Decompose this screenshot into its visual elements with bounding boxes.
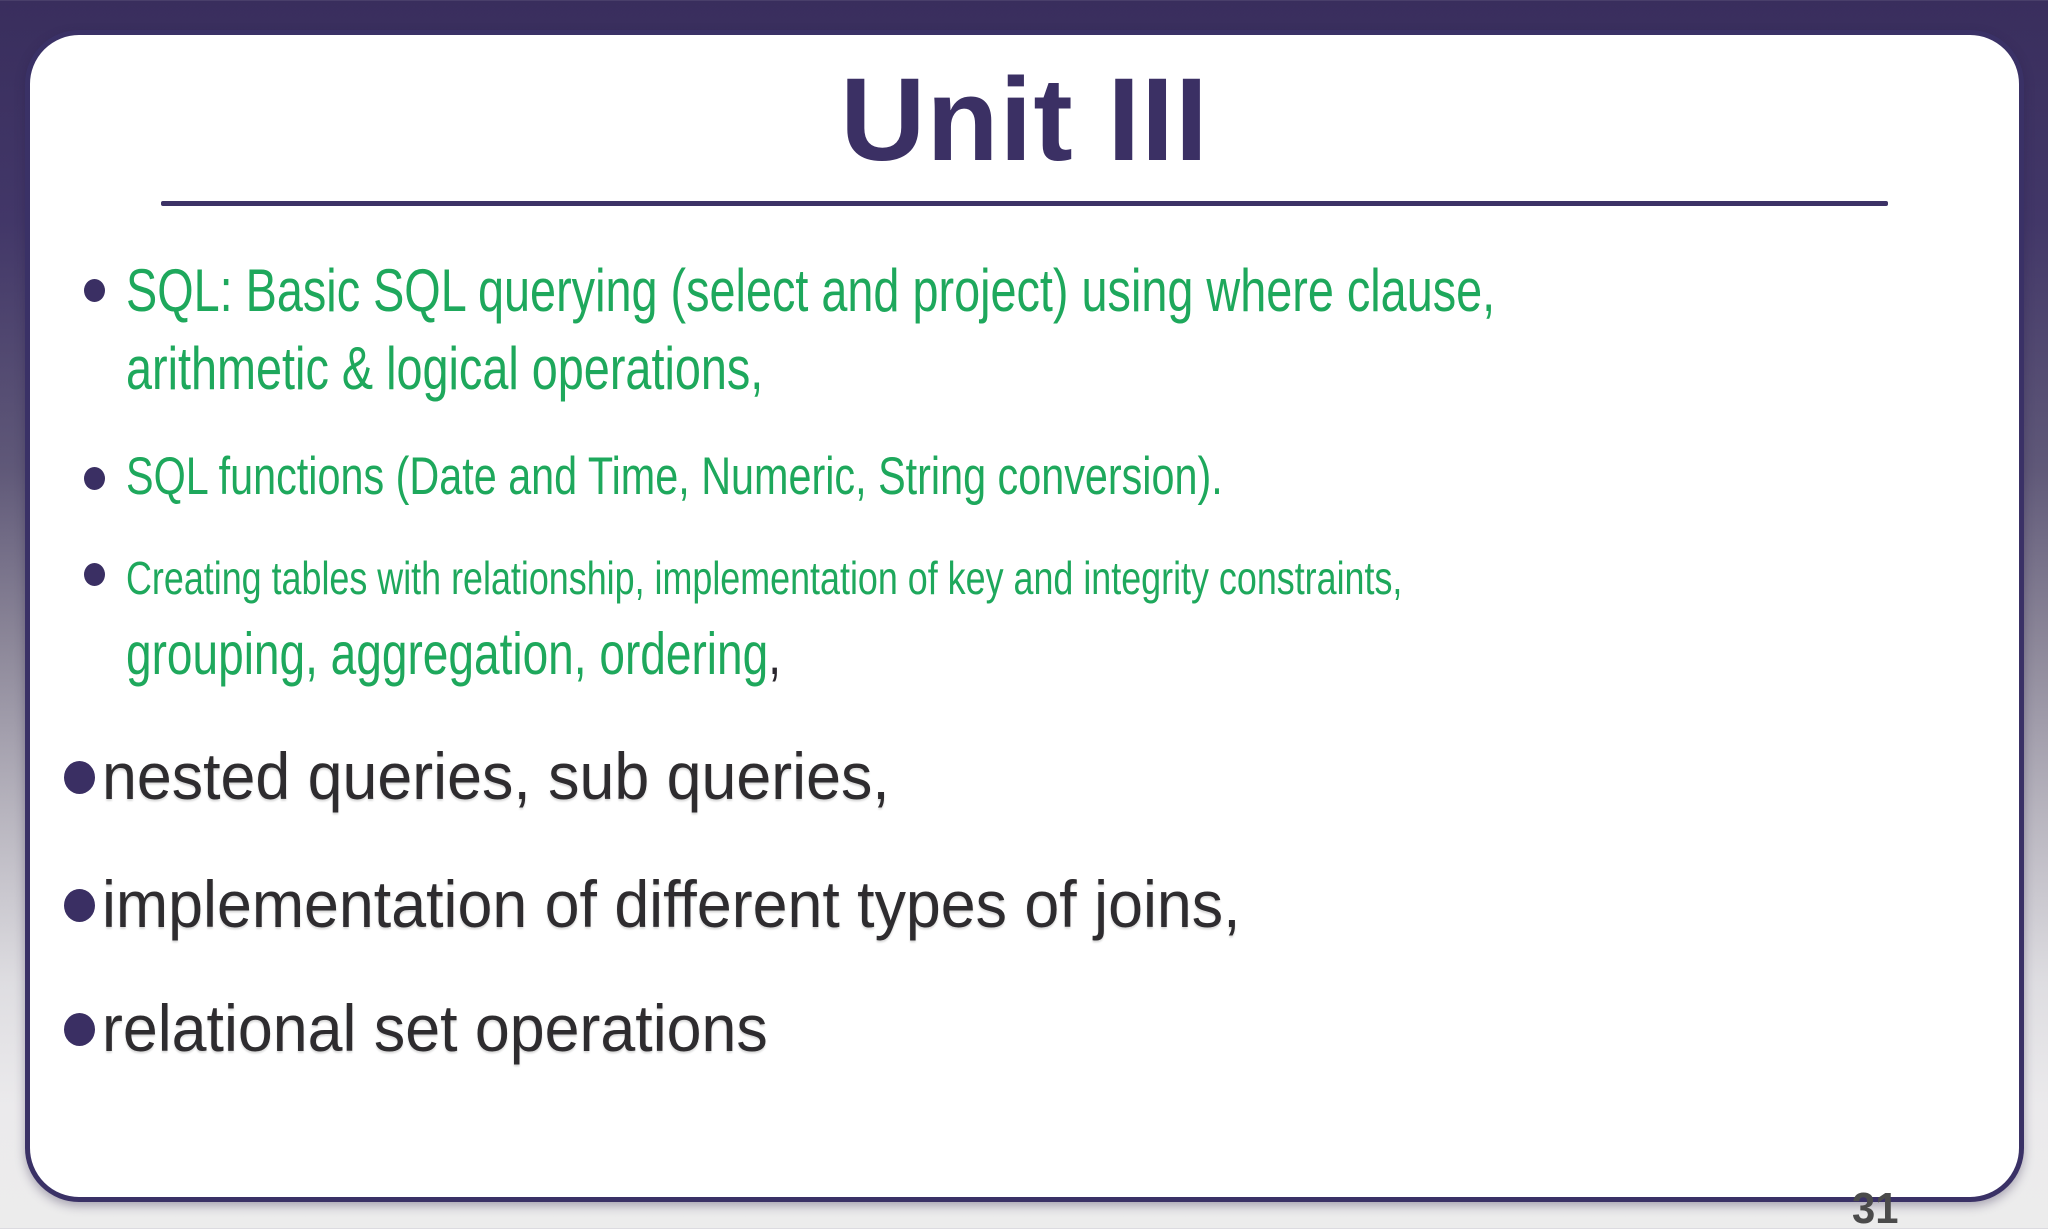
bullet-item-nested-queries: nested queries, sub queries, [64,732,1971,820]
bullet-text: Creating tables with relationship, imple… [126,536,1530,696]
bullet-item-relational-set-operations: relational set operations [64,984,1971,1072]
bullet-dot-icon [84,562,105,586]
bullet-text: relational set operations [102,990,768,1065]
title-underline [161,200,1888,206]
bullet-dot-icon [84,278,105,302]
bullet-item-types-of-joins: implementation of different types of joi… [64,860,1971,948]
bullet-dot-icon [84,466,105,490]
bullet-text: implementation of different types of joi… [102,866,1241,941]
bullet-text-lead: Creating tables with relationship, imple… [126,551,1403,604]
page-number: 31 [1852,1184,1899,1229]
bullet-text: SQL: Basic SQL querying (select and proj… [126,256,1496,402]
bullet-text-trailing-comma: , [768,620,781,687]
bullet-item-creating-tables: Creating tables with relationship, imple… [78,536,1971,696]
bullet-dot-icon [64,888,95,922]
bullet-list: SQL: Basic SQL querying (select and proj… [64,252,1971,1072]
bullet-text-emphasis: grouping, aggregation, ordering [126,620,769,687]
slide-panel: Unit III SQL: Basic SQL querying (select… [25,30,2024,1202]
bullet-text: SQL functions (Date and Time, Numeric, S… [126,446,1223,506]
bullet-text: nested queries, sub queries, [102,738,890,813]
slide-title: Unit III [840,54,1209,186]
bullet-item-sql-querying: SQL: Basic SQL querying (select and proj… [78,252,1971,408]
bullet-dot-icon [64,760,95,794]
bullet-item-sql-functions: SQL functions (Date and Time, Numeric, S… [78,444,1971,510]
bullet-dot-icon [64,1012,95,1046]
